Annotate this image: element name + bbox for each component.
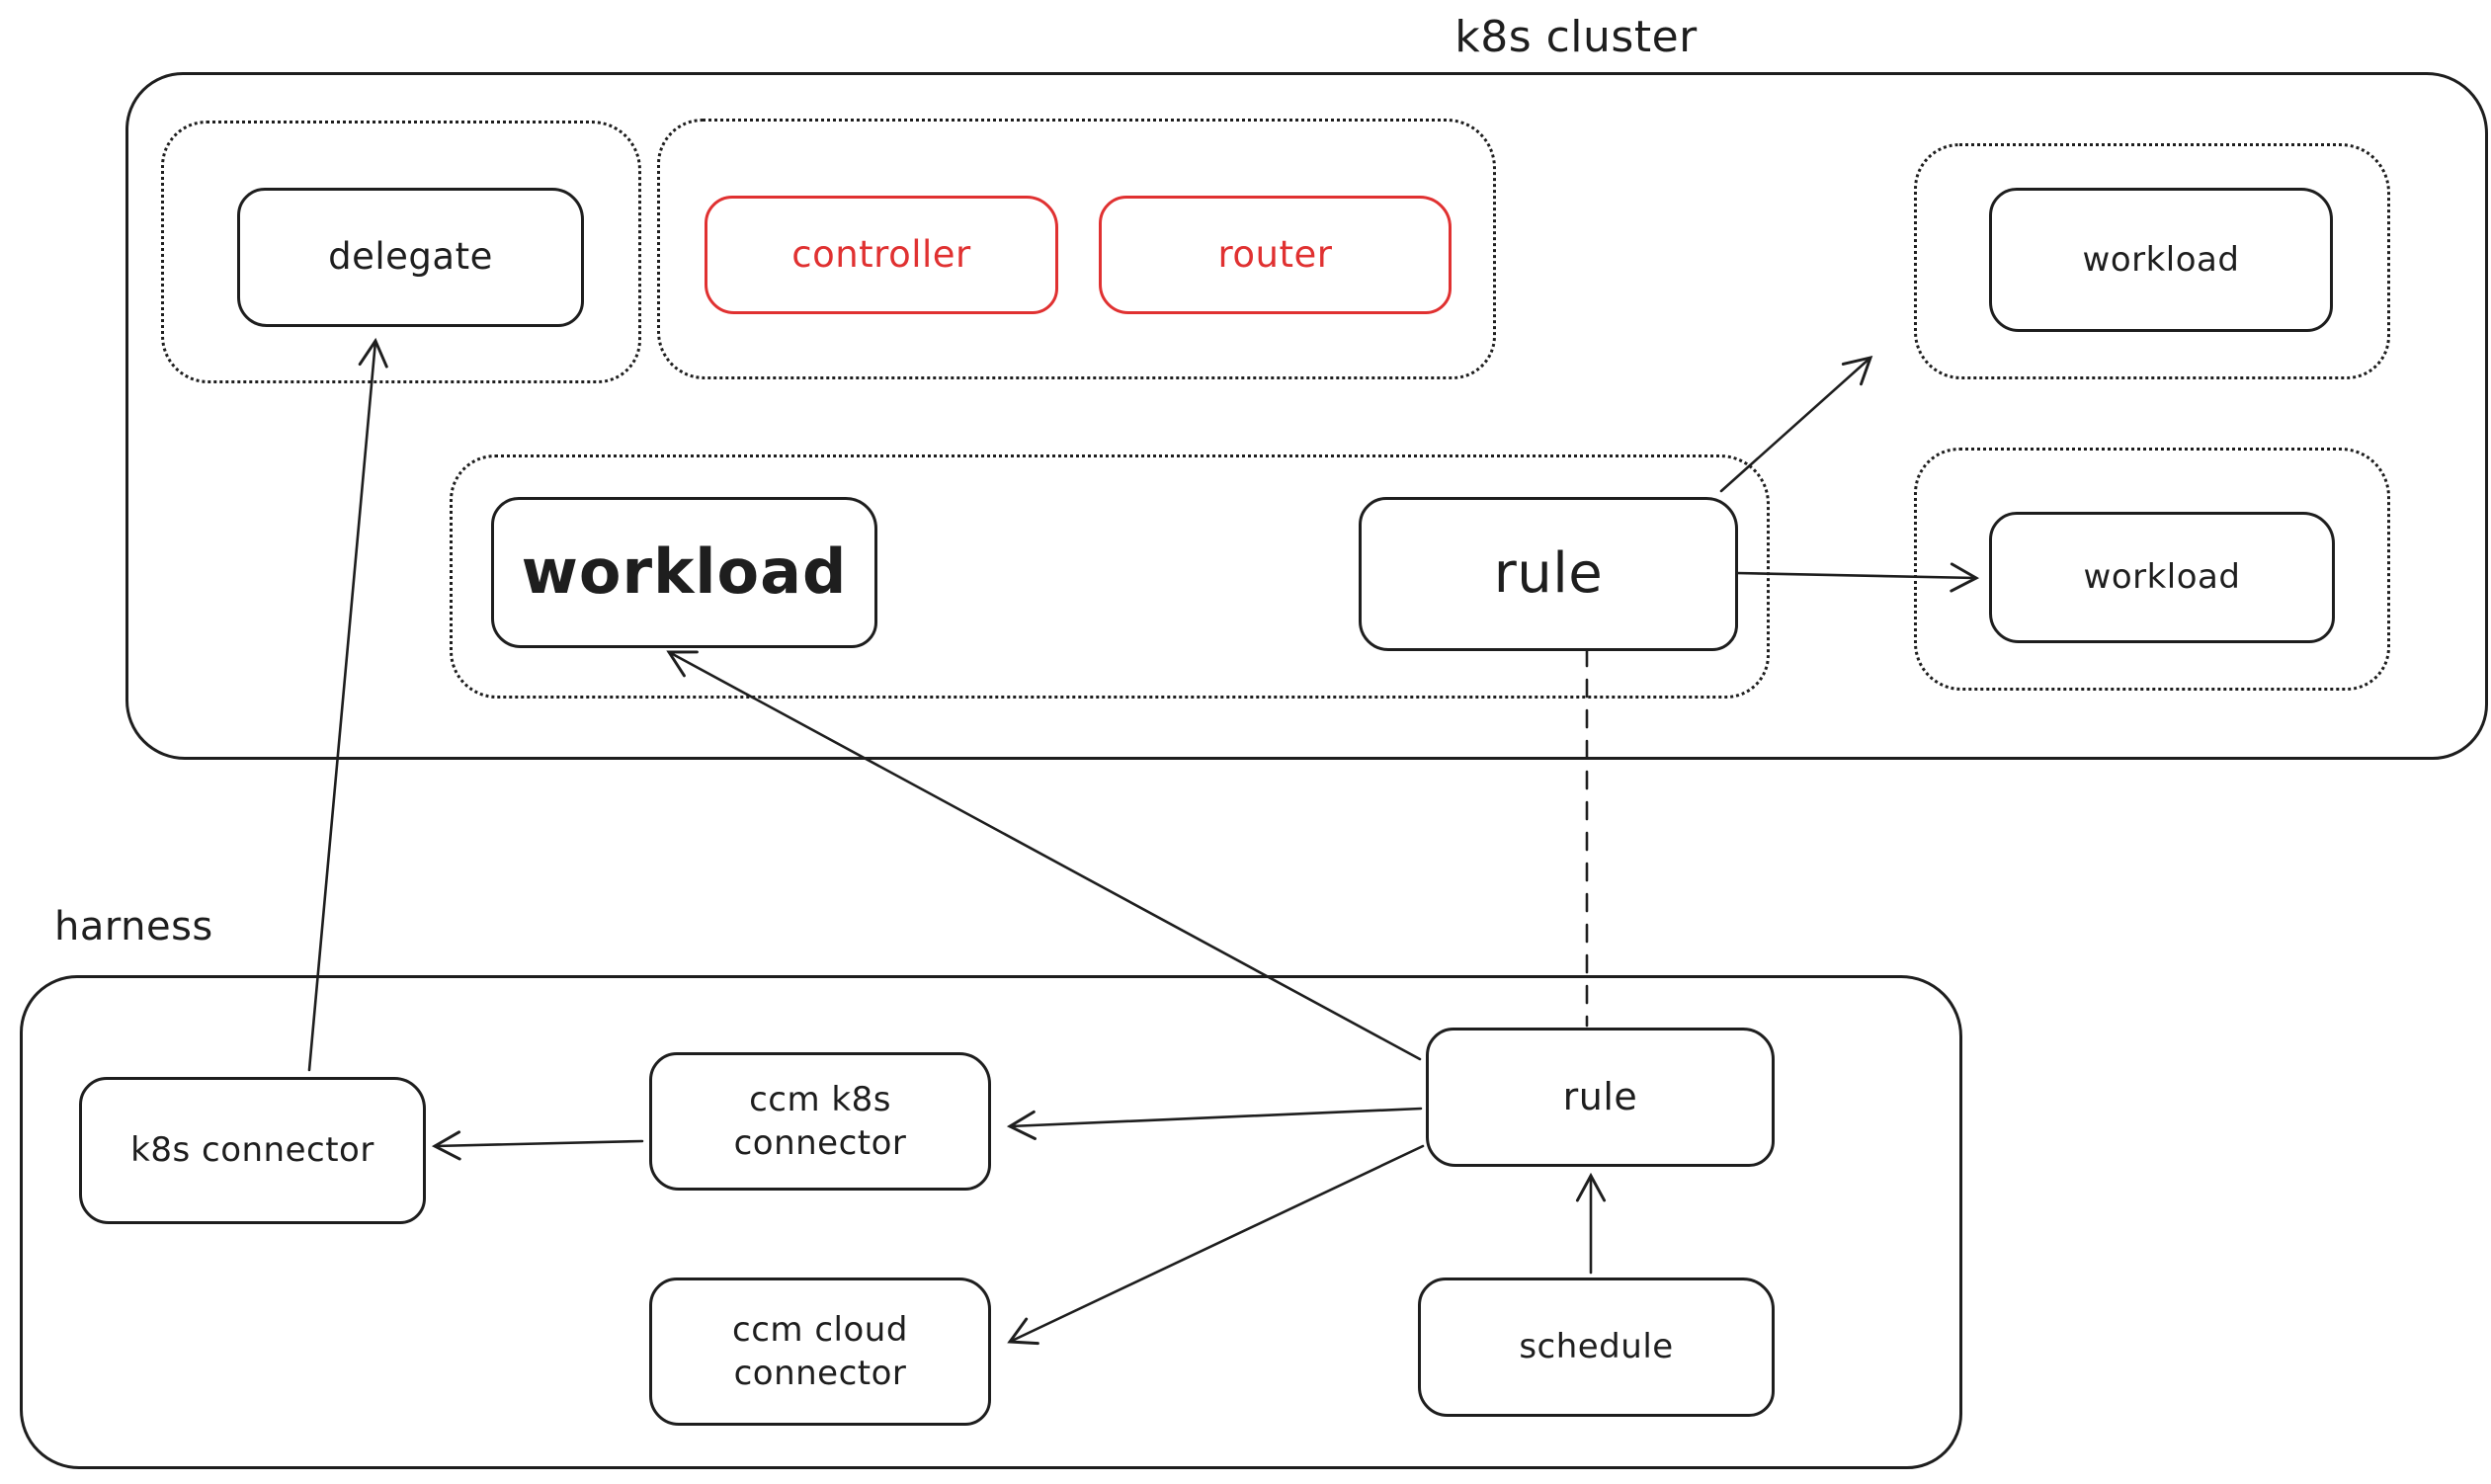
workload-top-right-group [1914, 143, 2390, 379]
controller-label: controller [791, 232, 971, 276]
workload-main-label: workload [521, 536, 848, 609]
rule-k8s-label: rule [1493, 540, 1604, 606]
workload-right-node: workload [1989, 512, 2335, 643]
ccm-cloud-connector-node: ccm cloud connector [649, 1278, 991, 1426]
rule-harness-label: rule [1562, 1074, 1638, 1118]
workload-right-label: workload [2083, 557, 2241, 598]
router-node: router [1099, 196, 1452, 314]
workload-main-node: workload [491, 497, 877, 648]
workload-top-right-label: workload [2082, 239, 2240, 280]
harness-title: harness [54, 904, 213, 949]
ccm-k8s-connector-node: ccm k8s connector [649, 1052, 991, 1191]
controller-router-group [657, 119, 1496, 379]
ccm-k8s-connector-label: ccm k8s connector [733, 1079, 907, 1163]
k8s-connector-node: k8s connector [79, 1077, 426, 1224]
rule-k8s-node: rule [1359, 497, 1738, 651]
rule-harness-node: rule [1426, 1028, 1775, 1167]
delegate-label: delegate [328, 235, 493, 279]
delegate-node: delegate [237, 188, 584, 327]
schedule-node: schedule [1418, 1278, 1775, 1417]
k8s-connector-label: k8s connector [130, 1130, 374, 1171]
k8s-cluster-title: k8s cluster [1454, 12, 1698, 62]
workload-right-group [1914, 448, 2390, 691]
schedule-label: schedule [1519, 1327, 1674, 1367]
ccm-cloud-connector-label: ccm cloud connector [732, 1309, 908, 1393]
router-label: router [1217, 232, 1333, 276]
delegate-group [161, 121, 641, 383]
controller-node: controller [705, 196, 1058, 314]
workload-top-right-node: workload [1989, 188, 2333, 332]
